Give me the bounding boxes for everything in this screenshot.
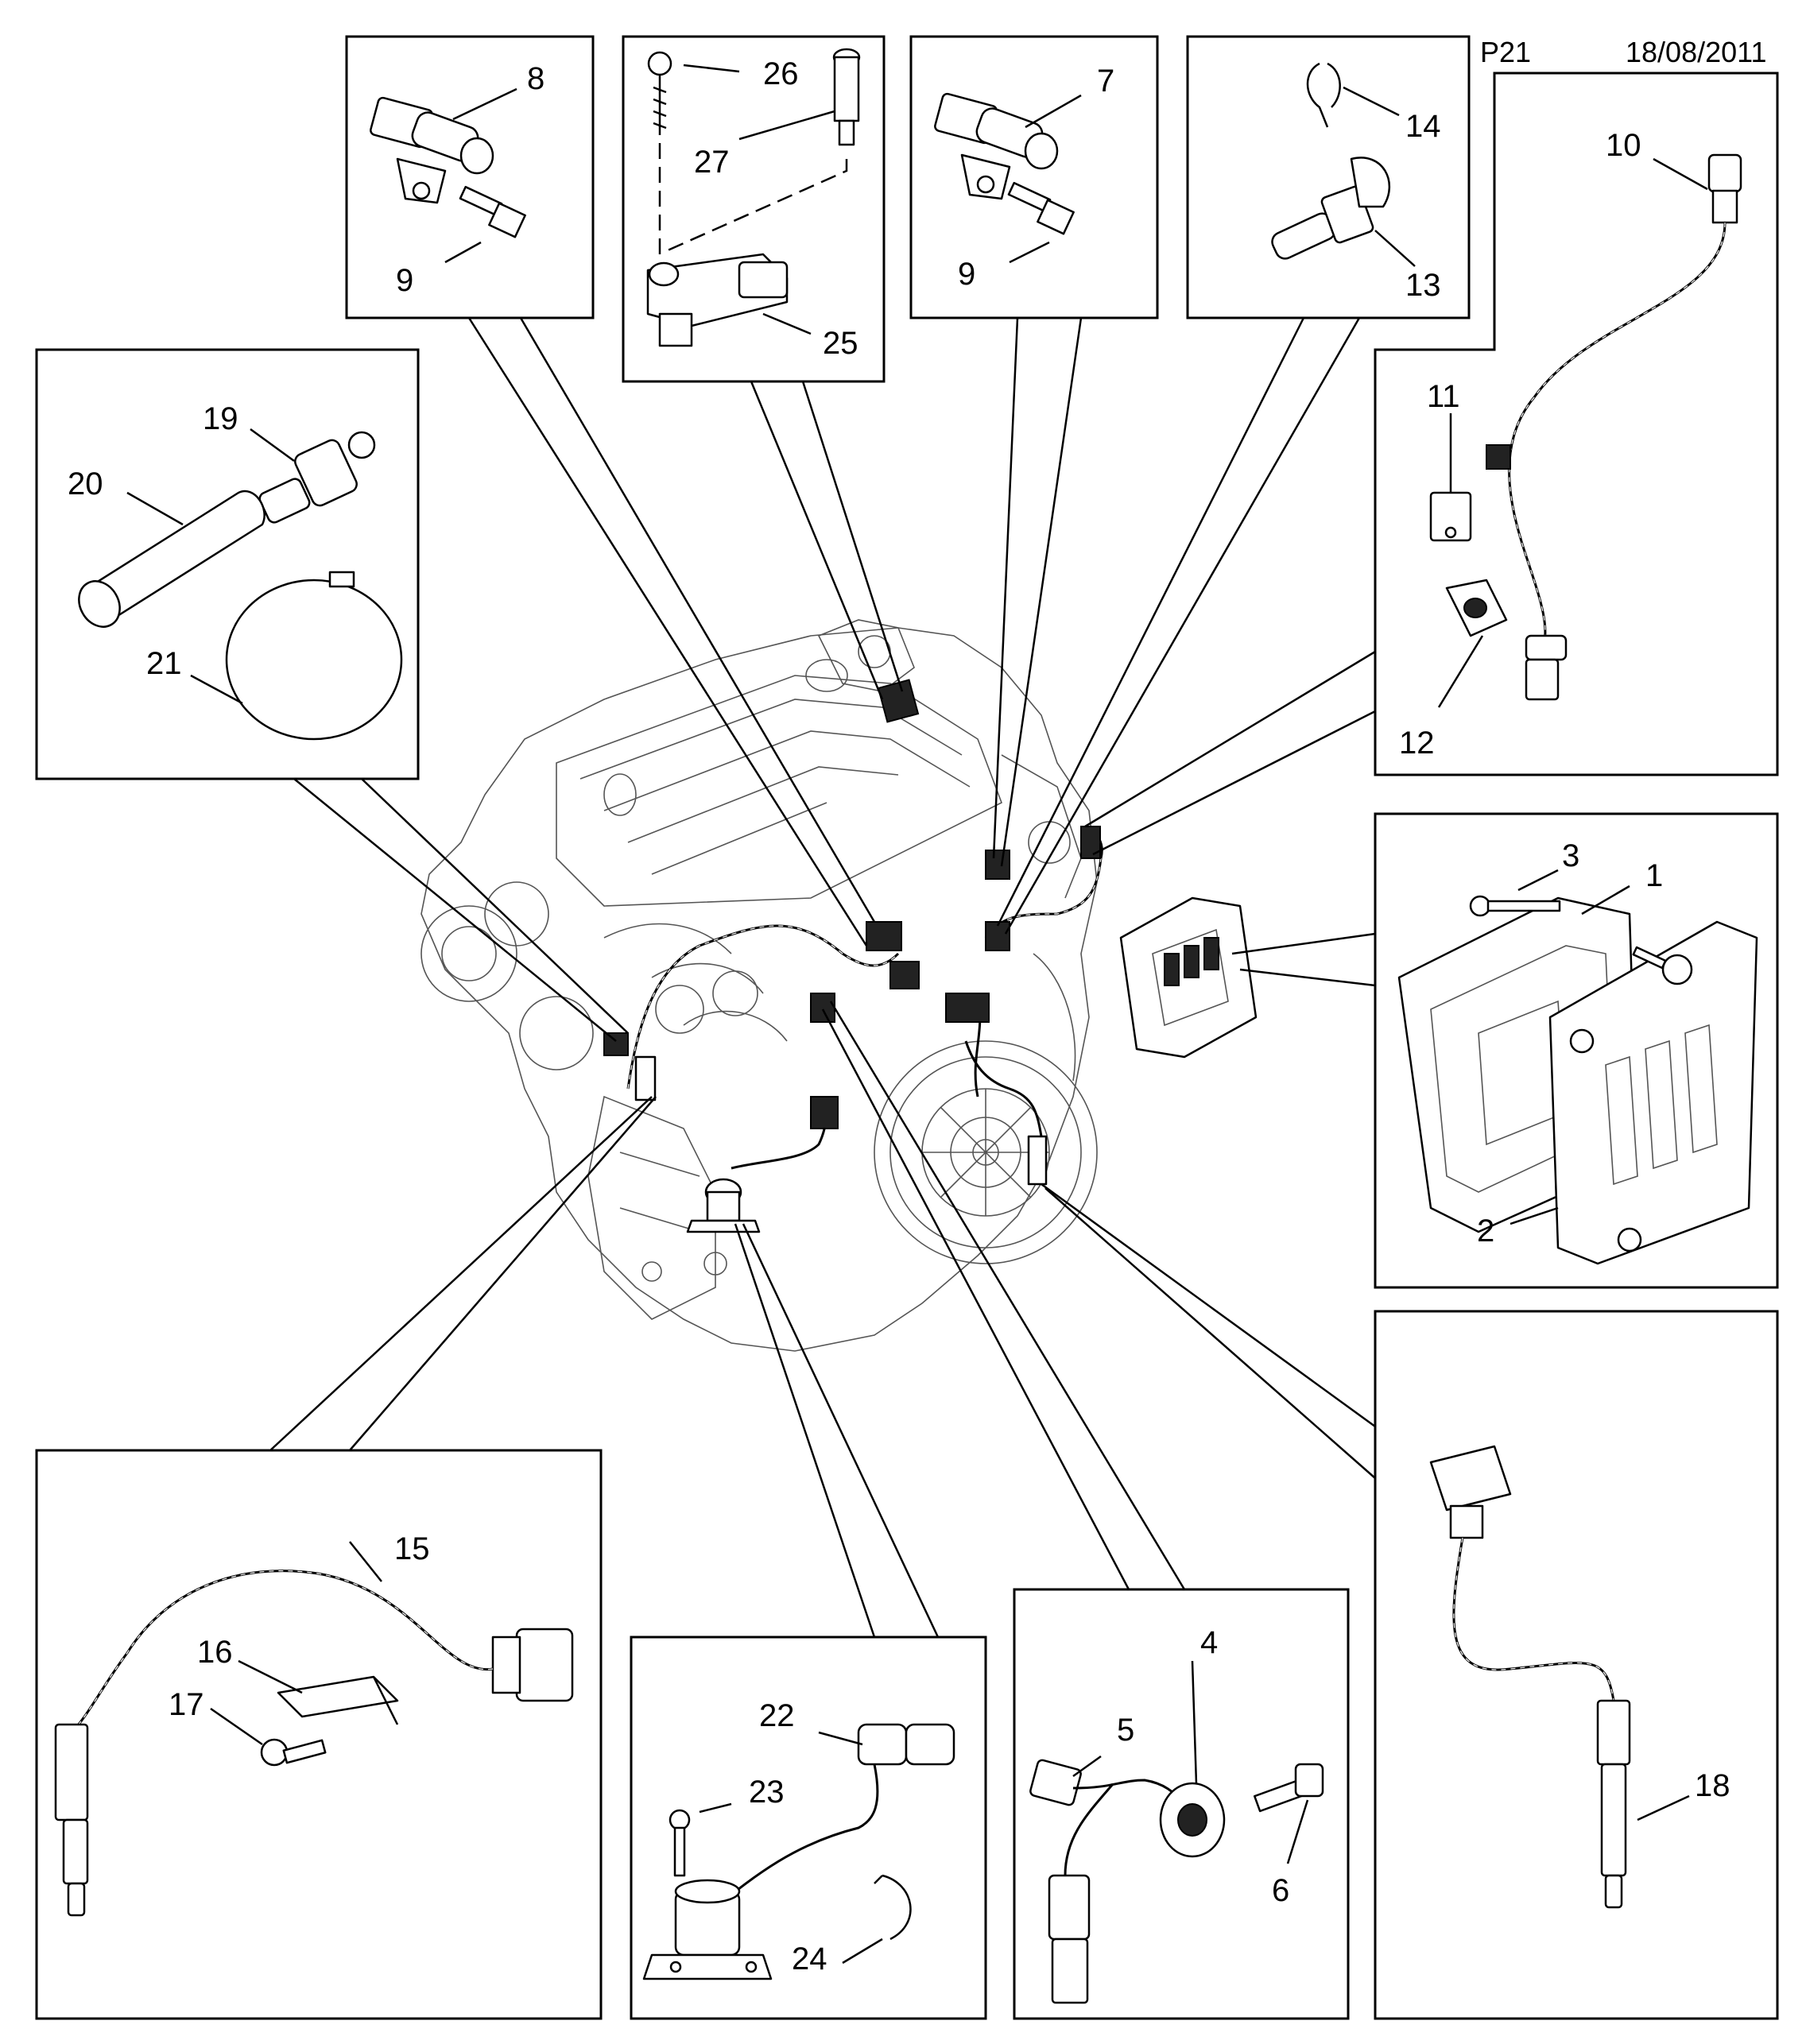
harness-connector-icon	[889, 961, 920, 989]
engine-connectors	[603, 679, 1258, 1233]
callout-9a: 9	[396, 263, 413, 298]
coolant-temp-sensor-icon	[1271, 157, 1391, 260]
bolt-icon	[1469, 895, 1667, 970]
detail-box-front-o2-sensor-b	[1374, 1310, 1779, 2020]
engine-assembly-icon	[420, 619, 1098, 1352]
clip-icon	[1306, 62, 1341, 128]
knock-sensor-icon	[1029, 1759, 1226, 2004]
temp-sensor-connector-icon	[985, 921, 1010, 951]
callout-13: 13	[1405, 268, 1441, 303]
callout-15: 15	[394, 1531, 430, 1566]
callout-12: 12	[1399, 726, 1435, 761]
crankshaft-sensor-icon	[642, 1723, 955, 1980]
callout-1: 1	[1645, 858, 1663, 893]
callout-labels: 1 2 3 4 5 6 7 8 9 9 10 11 12 13 14 15 16…	[68, 56, 1730, 1976]
oxygen-sensor-icon	[54, 1570, 574, 1917]
map-sensor-connector-icon	[877, 679, 920, 723]
bolt-icon	[260, 1738, 327, 1767]
callout-16: 16	[197, 1635, 233, 1670]
camshaft-sensor-icon	[370, 96, 494, 204]
detail-box-ecu	[1374, 812, 1779, 1289]
callout-4: 4	[1200, 1625, 1218, 1660]
bolt-icon	[832, 48, 861, 146]
front-o2-sensor-icon	[634, 1055, 657, 1101]
rear-o2-connector-icon	[1080, 826, 1101, 859]
callout-11: 11	[1427, 379, 1460, 414]
detail-box-knock-sensor	[1013, 1588, 1350, 2020]
detail-box-camshaft-sensor-a	[345, 35, 595, 319]
crank-sensor-connector-icon	[810, 1096, 839, 1129]
detail-box-oil-pressure	[35, 348, 420, 780]
cam-sensor-connector-icon	[985, 850, 1010, 880]
callout-21: 21	[146, 646, 182, 681]
detail-box-front-o2-sensor	[35, 1449, 603, 2020]
detail-box-map-sensor	[622, 35, 886, 383]
detail-box-crankshaft-sensor	[630, 1636, 987, 2020]
callout-6: 6	[1272, 1873, 1289, 1908]
callout-26: 26	[763, 56, 799, 91]
oil-pressure-switch-icon	[258, 431, 376, 524]
callout-22: 22	[759, 1698, 795, 1733]
detail-box-coolant-sensor	[1186, 35, 1471, 319]
cam-sensor-2-connector-icon	[866, 921, 902, 951]
callout-9b: 9	[958, 257, 975, 292]
callout-17: 17	[169, 1687, 204, 1722]
callout-2: 2	[1477, 1214, 1494, 1248]
bolt-icon	[669, 1809, 691, 1877]
clip-icon	[874, 1874, 912, 1941]
wiring-harness-icon	[626, 825, 1103, 1170]
hose-clamp-icon	[225, 571, 403, 741]
detail-box-rear-o2-sensor	[1374, 72, 1779, 776]
bolt-icon	[459, 185, 526, 238]
map-sensor-icon	[646, 253, 789, 347]
callout-23: 23	[749, 1775, 785, 1810]
detail-box-camshaft-sensor-b	[909, 35, 1159, 319]
callout-18: 18	[1695, 1768, 1730, 1803]
callout-27: 27	[694, 145, 730, 180]
callout-8: 8	[527, 61, 545, 96]
page-code: P21	[1480, 36, 1531, 68]
callout-20: 20	[68, 466, 103, 501]
bracket-icon	[1429, 491, 1472, 542]
camshaft-sensor-icon	[934, 92, 1059, 200]
callout-24: 24	[792, 1941, 827, 1976]
grommet-icon	[1445, 579, 1508, 637]
rear-o2-sensor-icon	[1027, 1135, 1048, 1186]
callout-5: 5	[1117, 1713, 1134, 1748]
callout-19: 19	[203, 401, 238, 436]
oil-switch-connector-icon	[603, 1032, 629, 1056]
bracket-icon	[277, 1675, 399, 1725]
callout-25: 25	[823, 326, 858, 361]
heat-shield-icon	[1548, 920, 1758, 1265]
ecu-on-engine-icon	[1119, 896, 1258, 1059]
callout-3: 3	[1562, 838, 1579, 873]
oxygen-sensor-icon	[1429, 1445, 1631, 1909]
knock-sensor-connector-icon	[810, 993, 835, 1023]
diagram-date: 18/08/2011	[1626, 36, 1767, 68]
socket-tool-icon	[78, 490, 265, 628]
bolt-icon	[647, 51, 672, 135]
leader-lines	[269, 317, 1376, 1638]
bolt-icon	[1007, 181, 1075, 235]
bolt-icon	[1254, 1763, 1324, 1813]
callout-10: 10	[1606, 128, 1641, 163]
callout-14: 14	[1405, 109, 1441, 144]
main-connector-icon	[945, 993, 990, 1023]
callout-7: 7	[1097, 64, 1114, 99]
oxygen-sensor-icon	[1486, 153, 1742, 701]
